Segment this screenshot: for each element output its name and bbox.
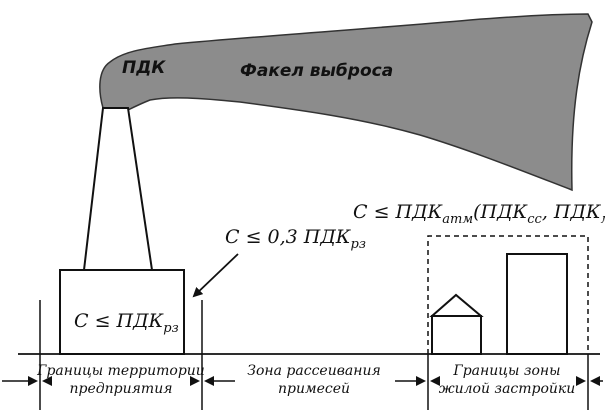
residential-zone-boundary <box>427 235 589 354</box>
dispersion-zone-label-2: примесей <box>278 381 350 397</box>
factory-formula: C ≤ ПДКрз <box>74 310 179 336</box>
emission-plume <box>99 13 593 192</box>
enterprise-zone-label-1: Границы территории <box>36 363 205 379</box>
chimney-formula: C ≤ 0,3 ПДКрз <box>225 226 366 252</box>
chimney <box>82 107 154 271</box>
small-house-roof <box>429 293 484 317</box>
enterprise-zone-label-2: предприятия <box>70 381 173 397</box>
plume-pdk-label: ПДК <box>122 58 166 78</box>
small-house <box>431 315 482 355</box>
residential-formula: C ≤ ПДКатм(ПДКсс, ПДКмр) <box>353 201 605 227</box>
factory-building <box>59 269 185 355</box>
residential-zone-label-1: Границы зоны <box>452 363 560 379</box>
dispersion-zone-label-1: Зона рассеивания <box>247 363 380 379</box>
plume-label: Факел выброса <box>240 61 393 81</box>
tall-house <box>506 253 568 355</box>
residential-zone-label-2: жилой застройки <box>439 381 576 397</box>
chimney-formula-arrow <box>192 253 239 298</box>
